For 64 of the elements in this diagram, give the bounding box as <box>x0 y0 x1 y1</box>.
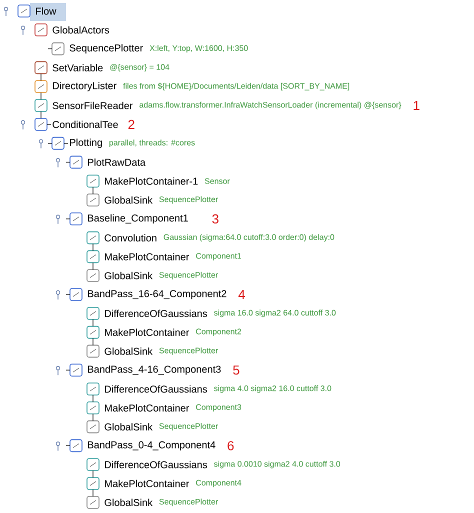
actor-name: BandPass_0-4_Component4 <box>88 441 216 450</box>
actor-name: Flow <box>36 7 56 15</box>
actor-name: PlotRawData <box>88 158 146 166</box>
connector-line <box>40 73 42 81</box>
parameter-text: parallel, threads: #cores <box>109 140 195 148</box>
actor-name: GlobalSink <box>104 196 153 204</box>
callout-number: 2 <box>128 120 134 129</box>
parameter-text: SequencePlotter <box>159 498 218 506</box>
actor-name: SetVariable <box>52 64 103 72</box>
parameter-text: Component4 <box>196 480 242 488</box>
connector-line <box>40 92 42 100</box>
connector-line <box>92 414 94 422</box>
actor-name: GlobalSink <box>104 272 153 280</box>
actor-name: GlobalActors <box>52 26 110 34</box>
parameter-text: adams.flow.transformer.InfraWatchSensorLoader (incremental) @{sensor} <box>140 102 402 110</box>
actor-name: DirectoryLister <box>53 82 116 92</box>
connector-line <box>92 470 94 478</box>
parameter-text: @{sensor} = 104 <box>110 64 170 72</box>
parameter-text: Component2 <box>196 328 242 336</box>
actor-name: DifferenceOfGaussians <box>105 460 208 468</box>
parameter-text: SequencePlotter <box>159 272 218 280</box>
parameter-text: X:left, Y:top, W:1600, H:350 <box>150 45 248 53</box>
parameter-text: sigma 16.0 sigma2 64.0 cuttoff 3.0 <box>214 310 336 318</box>
connector-line <box>92 319 94 327</box>
actor-name: MakePlotContainer <box>105 253 190 260</box>
actor-name: DifferenceOfGaussians <box>105 385 208 393</box>
callout-number: 4 <box>238 290 245 299</box>
parameter-text: Component3 <box>196 404 242 412</box>
parameter-text: SequencePlotter <box>159 423 218 431</box>
actor-name: Baseline_Component1 <box>88 214 188 224</box>
callout-number: 5 <box>233 366 240 375</box>
parameter-text: sigma 0.0010 sigma2 4.0 cuttoff 3.0 <box>214 460 340 468</box>
parameter-text: SequencePlotter <box>159 196 218 204</box>
parameter-text: Sensor <box>204 178 230 184</box>
connector-line <box>92 489 94 497</box>
actor-name: ConditionalTee <box>52 120 118 128</box>
actor-name: BandPass_4-16_Component3 <box>88 365 221 375</box>
connector-line <box>40 111 42 119</box>
parameter-text: sigma 4.0 sigma2 16.0 cuttoff 3.0 <box>214 385 332 393</box>
actor-name: MakePlotContainer <box>105 404 190 412</box>
actor-name: MakePlotContainer <box>105 328 190 336</box>
actor-name: GlobalSink <box>104 498 153 506</box>
actor-name: DifferenceOfGaussians <box>105 310 208 318</box>
callout-number: 3 <box>212 214 218 224</box>
connector-line <box>92 262 94 270</box>
actor-name: BandPass_16-64_Component2 <box>88 290 226 300</box>
connector-line <box>92 394 94 402</box>
callout-number: 6 <box>228 441 234 450</box>
actor-name: SequencePlotter <box>70 44 143 54</box>
actor-name: MakePlotContainer-1 <box>105 177 198 185</box>
connector-line <box>92 186 94 194</box>
connector-line <box>92 244 94 251</box>
actor-name: Plotting <box>70 138 102 148</box>
actor-name: GlobalSink <box>104 423 153 430</box>
actor-name: MakePlotContainer <box>105 480 190 488</box>
actor-name: GlobalSink <box>104 348 153 355</box>
parameter-text: Component1 <box>196 253 242 260</box>
callout-number: 1 <box>414 101 420 110</box>
parameter-text: files from ${HOME}/Documents/Leiden/data [SORT_BY_NAME] <box>123 82 350 90</box>
parameter-text: SequencePlotter <box>159 347 218 355</box>
actor-name: Convolution <box>104 234 156 242</box>
parameter-text: Gaussian (sigma:64.0 cutoff:3.0 order:0) delay:0 <box>164 234 334 242</box>
connector-line <box>92 338 94 346</box>
actor-name: SensorFileReader <box>52 102 133 110</box>
